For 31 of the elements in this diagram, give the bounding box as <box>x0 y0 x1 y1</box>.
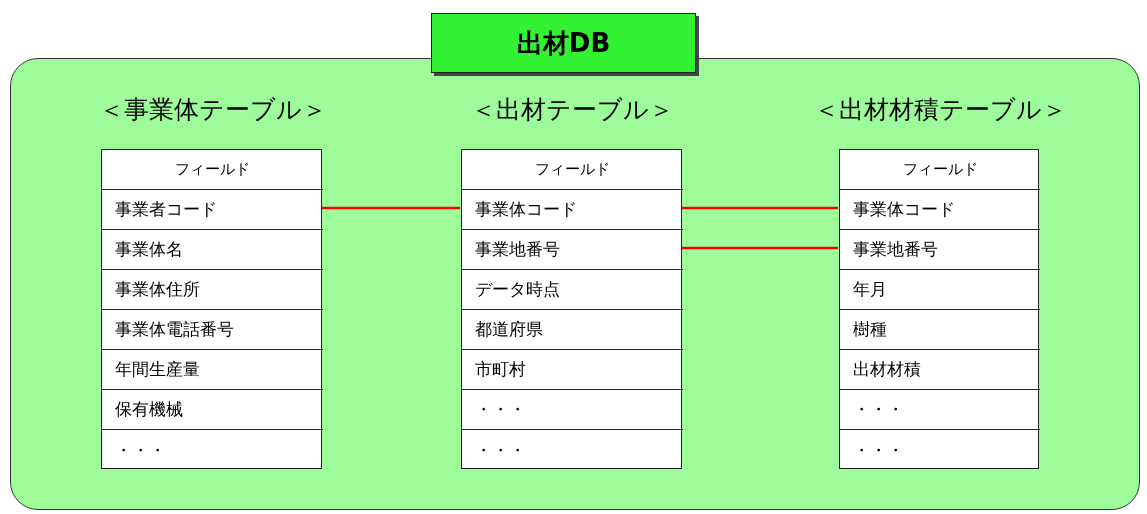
column-header: フィールド <box>840 150 1040 190</box>
field-name: 事業地番号 <box>840 230 1040 270</box>
field-name: 都道府県 <box>462 310 683 350</box>
table-heading: ＜事業体テーブル＞ <box>97 94 328 126</box>
column-header: フィールド <box>102 150 323 190</box>
field-name: 事業体コード <box>840 190 1040 230</box>
field-name: ・・・ <box>840 390 1040 430</box>
field-name: データ時点 <box>462 270 683 310</box>
table-heading: ＜出材材積テーブル＞ <box>812 94 1068 126</box>
table-heading: ＜出材テーブル＞ <box>470 94 675 126</box>
field-name: 事業体電話番号 <box>102 310 323 350</box>
field-name: 事業体名 <box>102 230 323 270</box>
connector-line <box>321 206 460 210</box>
field-name: 年間生産量 <box>102 350 323 390</box>
field-name: 事業体住所 <box>102 270 323 310</box>
field-name: 樹種 <box>840 310 1040 350</box>
column-header: フィールド <box>462 150 683 190</box>
field-name: ・・・ <box>102 430 323 470</box>
field-name: ・・・ <box>462 430 683 470</box>
field-name: 事業地番号 <box>462 230 683 270</box>
field-name: 事業体コード <box>462 190 683 230</box>
field-name: 年月 <box>840 270 1040 310</box>
connector-line <box>681 206 838 210</box>
title-label: 出材DB <box>431 13 696 73</box>
field-name: 事業者コード <box>102 190 323 230</box>
field-name: ・・・ <box>462 390 683 430</box>
field-name: 保有機械 <box>102 390 323 430</box>
field-name: 出材材積 <box>840 350 1040 390</box>
field-name: 市町村 <box>462 350 683 390</box>
field-name: ・・・ <box>840 430 1040 470</box>
connector-line <box>681 246 838 250</box>
